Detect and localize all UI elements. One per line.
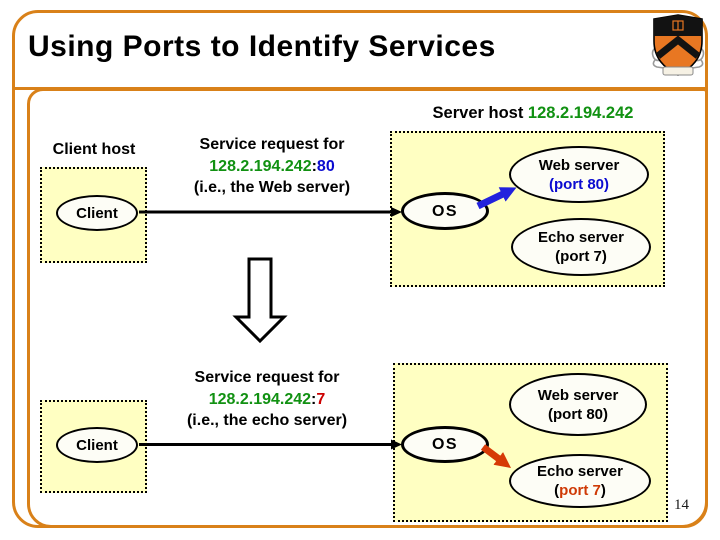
request-colon: : bbox=[311, 157, 317, 175]
princeton-crest-icon bbox=[651, 14, 705, 76]
request-line1: Service request for bbox=[194, 369, 340, 386]
service-request-text-top: Service request for 128.2.194.242:80 (i.… bbox=[162, 134, 382, 199]
web-server-name: Web server bbox=[537, 386, 619, 404]
client-node-bottom: Client bbox=[56, 427, 138, 463]
request-port: 80 bbox=[316, 157, 335, 175]
web-server-node-top: Web server (port 80) bbox=[509, 146, 649, 203]
web-server-node-bottom: Web server (port 80) bbox=[509, 373, 647, 436]
request-port: 7 bbox=[316, 390, 326, 408]
os-node-bottom: OS bbox=[401, 426, 489, 463]
service-request-text-bottom: Service request for 128.2.194.242:7 (i.e… bbox=[157, 367, 377, 432]
os-node-top: OS bbox=[401, 192, 489, 230]
os-node-label: OS bbox=[431, 436, 459, 453]
request-ip: 128.2.194.242 bbox=[208, 390, 312, 408]
web-server-name: Web server bbox=[538, 156, 620, 174]
client-node-label: Client bbox=[76, 436, 118, 454]
request-line2: 128.2.194.242:7 bbox=[157, 389, 377, 411]
request-ip: 128.2.194.242 bbox=[209, 157, 312, 175]
server-host-text: Server host bbox=[432, 104, 528, 122]
content-area-border bbox=[27, 88, 708, 528]
echo-server-port: (port 7) bbox=[554, 481, 606, 500]
echo-server-name: Echo server bbox=[538, 229, 624, 246]
os-node-label: OS bbox=[431, 202, 459, 220]
paren-close: ) bbox=[600, 482, 606, 499]
echo-server-node-top: Echo server (port 7) bbox=[511, 218, 651, 276]
client-node-top: Client bbox=[56, 195, 138, 231]
web-server-port: (port 80) bbox=[548, 405, 608, 423]
page-number: 14 bbox=[674, 497, 689, 513]
server-host-ip: 128.2.194.242 bbox=[527, 104, 634, 122]
server-host-label: Server host 128.2.194.242 bbox=[400, 104, 666, 123]
paren-open: ( bbox=[554, 482, 560, 499]
request-line1: Service request for bbox=[199, 136, 345, 153]
port7-text: port 7 bbox=[559, 482, 601, 499]
request-line3: (i.e., the Web server) bbox=[193, 179, 351, 196]
client-node-label: Client bbox=[76, 204, 118, 222]
web-server-port: (port 80) bbox=[549, 175, 609, 193]
request-colon: : bbox=[311, 390, 317, 408]
echo-server-port: (port 7) bbox=[555, 248, 607, 265]
request-line3: (i.e., the echo server) bbox=[186, 412, 348, 429]
request-line2: 128.2.194.242:80 bbox=[162, 156, 382, 178]
echo-server-name: Echo server bbox=[537, 463, 623, 480]
echo-server-node-bottom: Echo server (port 7) bbox=[509, 454, 651, 508]
slide-title: Using Ports to Identify Services bbox=[28, 30, 496, 63]
client-host-label: Client host bbox=[52, 141, 136, 158]
